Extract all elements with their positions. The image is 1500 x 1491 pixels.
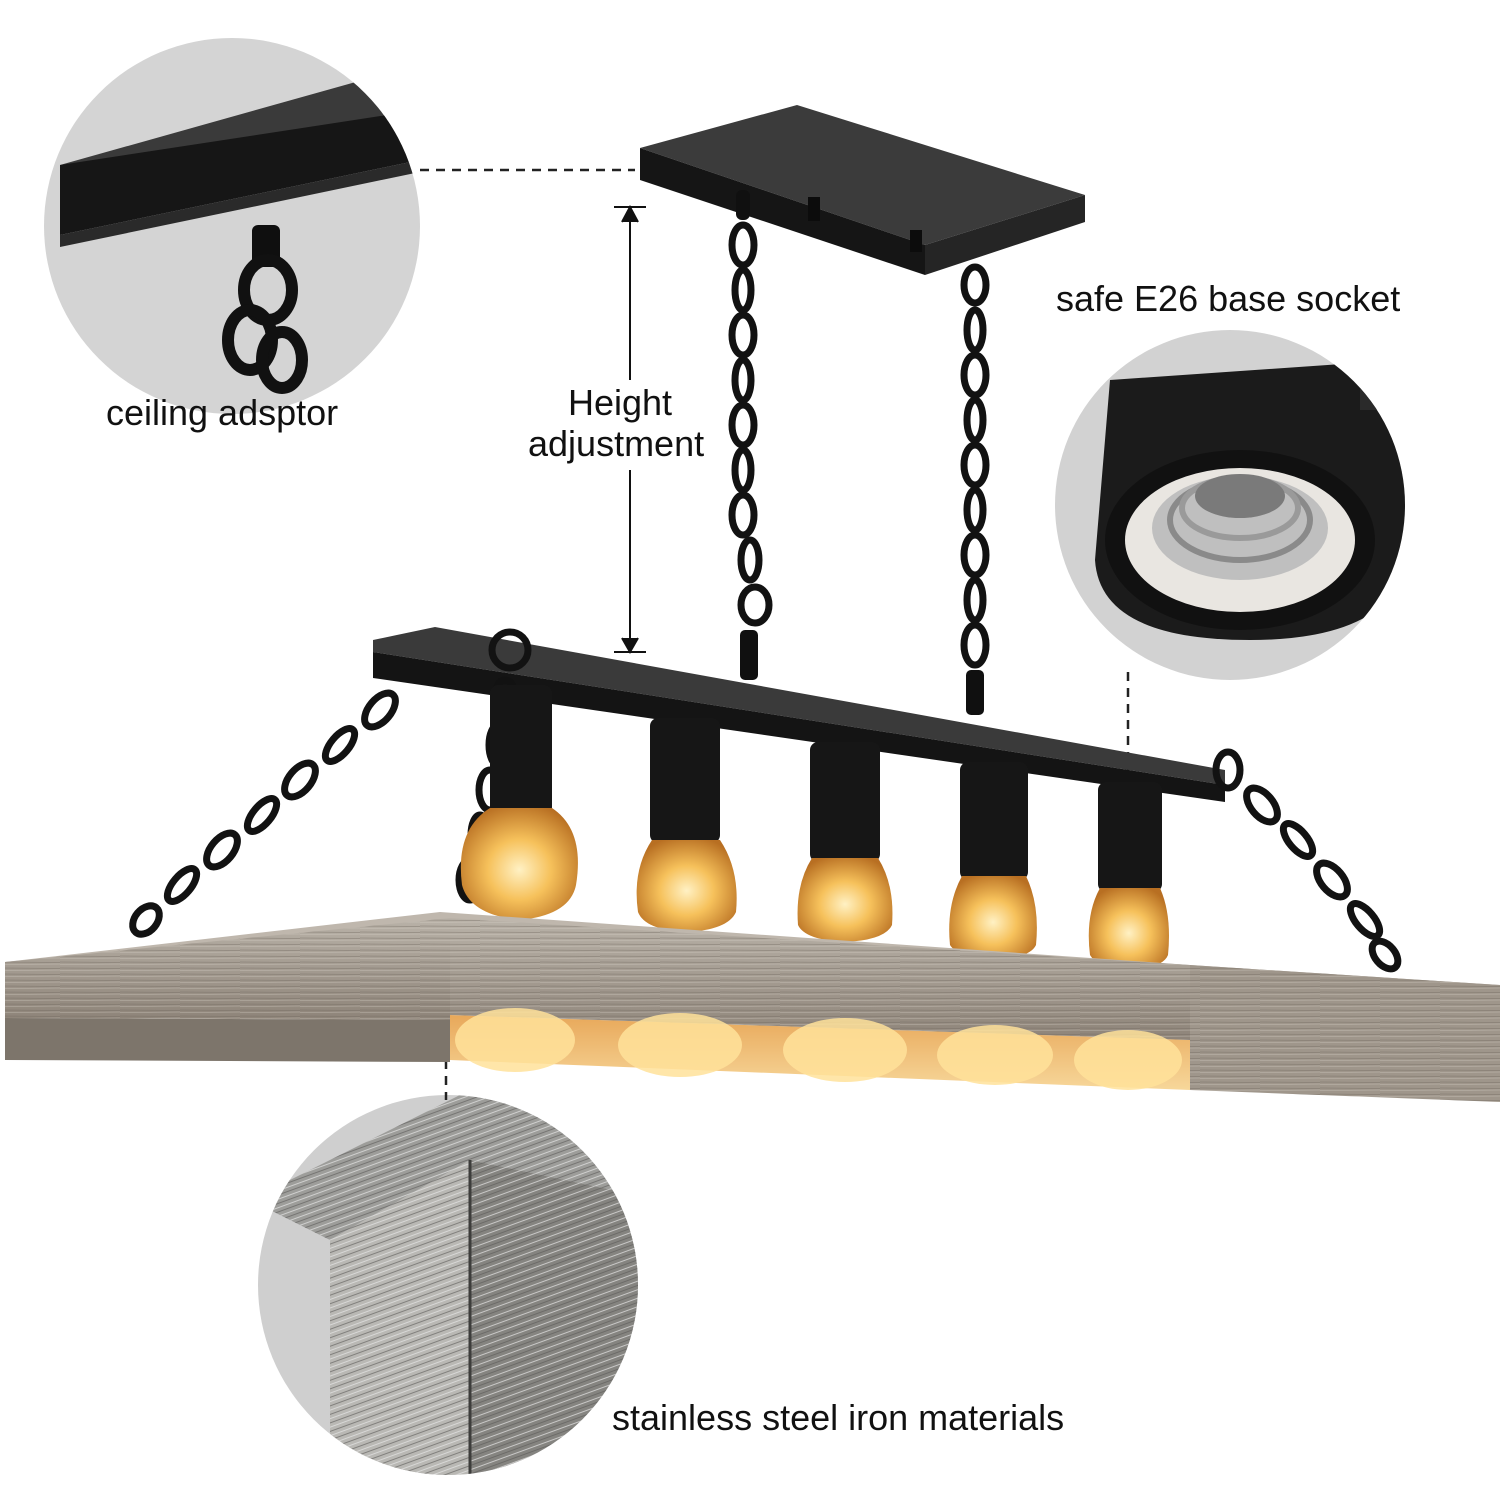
callout-height-line2: adjustment — [528, 423, 705, 464]
bulb-3 — [797, 742, 893, 942]
material-detail-circle — [258, 1095, 638, 1475]
ceiling-canopy — [640, 105, 1085, 275]
callout-material: stainless steel iron materials — [612, 1397, 1065, 1438]
bulb-1 — [460, 685, 578, 920]
bulb-2 — [636, 718, 737, 932]
callout-e26-socket: safe E26 base socket — [1056, 278, 1401, 319]
ceiling-detail-circle — [44, 38, 420, 414]
side-chains — [129, 628, 1402, 973]
wood-frame — [5, 912, 1500, 1102]
bulbs — [460, 685, 1169, 970]
socket-detail-circle — [1055, 330, 1405, 680]
bulb-4 — [949, 762, 1037, 960]
callout-height-line1: Height — [568, 382, 673, 423]
height-arrow — [614, 204, 646, 655]
callout-ceiling-adaptor: ceiling adsptor — [106, 392, 339, 433]
suspension-chains — [728, 190, 990, 715]
bulb-5 — [1088, 782, 1169, 970]
